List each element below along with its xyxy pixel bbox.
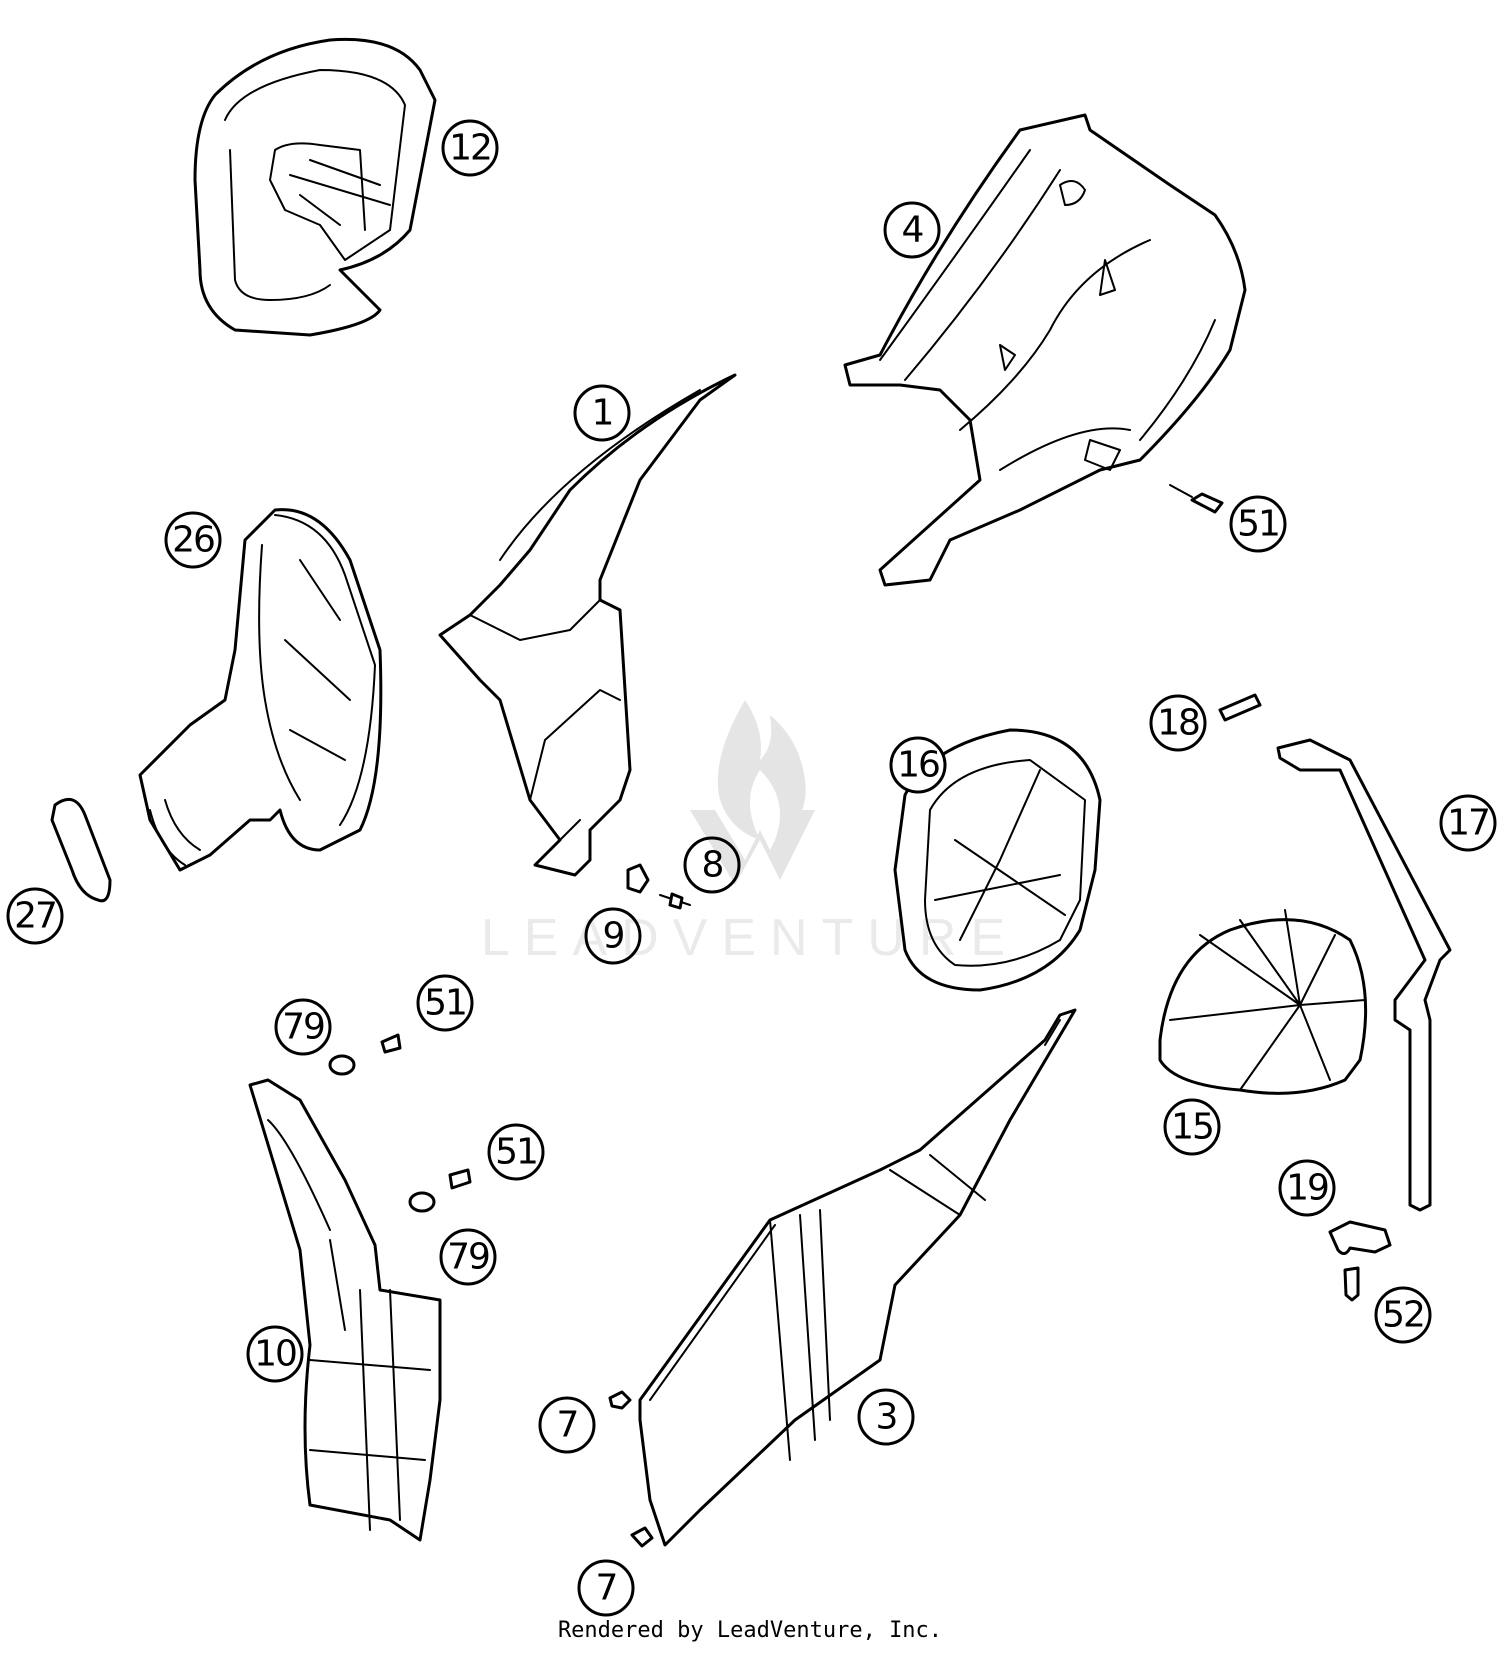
footer-credit: Rendered by LeadVenture, Inc. — [557, 1618, 943, 1643]
part-7-screw-upper[interactable] — [608, 1390, 632, 1410]
svg-text:15: 15 — [1171, 1107, 1213, 1148]
svg-text:3: 3 — [876, 1397, 897, 1438]
callout-51a: 51 — [1229, 495, 1287, 553]
part-52-screw[interactable] — [1343, 1266, 1360, 1302]
part-79-washer-upper[interactable] — [328, 1054, 356, 1076]
svg-text:16: 16 — [897, 745, 939, 786]
part-1-side-panel[interactable] — [438, 373, 737, 877]
part-10-air-duct[interactable] — [248, 1078, 442, 1542]
callout-79b: 79 — [439, 1228, 497, 1286]
part-7-screw-lower[interactable] — [630, 1526, 654, 1548]
part-26-filter-cage[interactable] — [138, 508, 383, 872]
callout-10: 10 — [246, 1325, 304, 1383]
part-51-screw-top[interactable] — [1169, 484, 1224, 514]
part-18-pin[interactable] — [1218, 693, 1262, 722]
part-51-screw-upper[interactable] — [380, 1033, 402, 1054]
callout-16: 16 — [889, 736, 947, 794]
callout-26: 26 — [164, 511, 222, 569]
svg-text:17: 17 — [1447, 803, 1489, 844]
part-15-filter-element[interactable] — [1158, 909, 1368, 1095]
part-19-plate[interactable] — [1328, 1220, 1392, 1255]
callout-79a: 79 — [274, 998, 332, 1056]
svg-text:12: 12 — [449, 128, 491, 169]
part-17-support-bracket[interactable] — [1276, 738, 1452, 1212]
callout-9: 9 — [584, 907, 642, 965]
svg-text:51: 51 — [1237, 504, 1279, 545]
svg-text:79: 79 — [447, 1237, 489, 1278]
svg-text:7: 7 — [557, 1405, 578, 1446]
svg-text:27: 27 — [14, 896, 56, 937]
callout-27: 27 — [6, 887, 64, 945]
callout-4: 4 — [883, 201, 941, 259]
svg-text:1: 1 — [592, 393, 613, 434]
callout-15: 15 — [1163, 1098, 1221, 1156]
part-79-washer-lower[interactable] — [408, 1191, 436, 1213]
callout-7b: 7 — [577, 1559, 635, 1617]
callout-7a: 7 — [538, 1396, 596, 1454]
callout-18: 18 — [1149, 694, 1207, 752]
svg-text:7: 7 — [596, 1568, 617, 1609]
svg-text:79: 79 — [282, 1007, 324, 1048]
part-51-screw-lower[interactable] — [448, 1168, 472, 1190]
svg-text:18: 18 — [1157, 703, 1199, 744]
part-4-rear-fender[interactable] — [843, 113, 1247, 587]
svg-text:51: 51 — [495, 1132, 537, 1173]
callout-51c: 51 — [487, 1123, 545, 1181]
svg-text:19: 19 — [1286, 1168, 1328, 1209]
callout-17: 17 — [1439, 794, 1497, 852]
callout-19: 19 — [1278, 1159, 1336, 1217]
callout-51b: 51 — [416, 974, 474, 1032]
part-3-side-cover[interactable] — [638, 1008, 1077, 1547]
callout-12: 12 — [441, 119, 499, 177]
part-9-clip[interactable] — [626, 863, 650, 894]
svg-text:51: 51 — [424, 983, 466, 1024]
svg-text:10: 10 — [254, 1334, 296, 1375]
part-16-filter-cage[interactable] — [893, 728, 1102, 992]
svg-text:8: 8 — [702, 845, 723, 886]
svg-text:4: 4 — [902, 210, 923, 251]
svg-text:9: 9 — [603, 916, 624, 957]
callout-1: 1 — [573, 384, 631, 442]
part-8-screw[interactable] — [659, 892, 691, 910]
svg-text:26: 26 — [172, 520, 214, 561]
part-12-airbox-cover[interactable] — [193, 37, 437, 337]
callout-52: 52 — [1374, 1286, 1432, 1344]
part-27-clamp[interactable] — [50, 797, 112, 903]
svg-text:52: 52 — [1382, 1295, 1424, 1336]
callout-3: 3 — [857, 1388, 915, 1446]
callout-8: 8 — [683, 836, 741, 894]
